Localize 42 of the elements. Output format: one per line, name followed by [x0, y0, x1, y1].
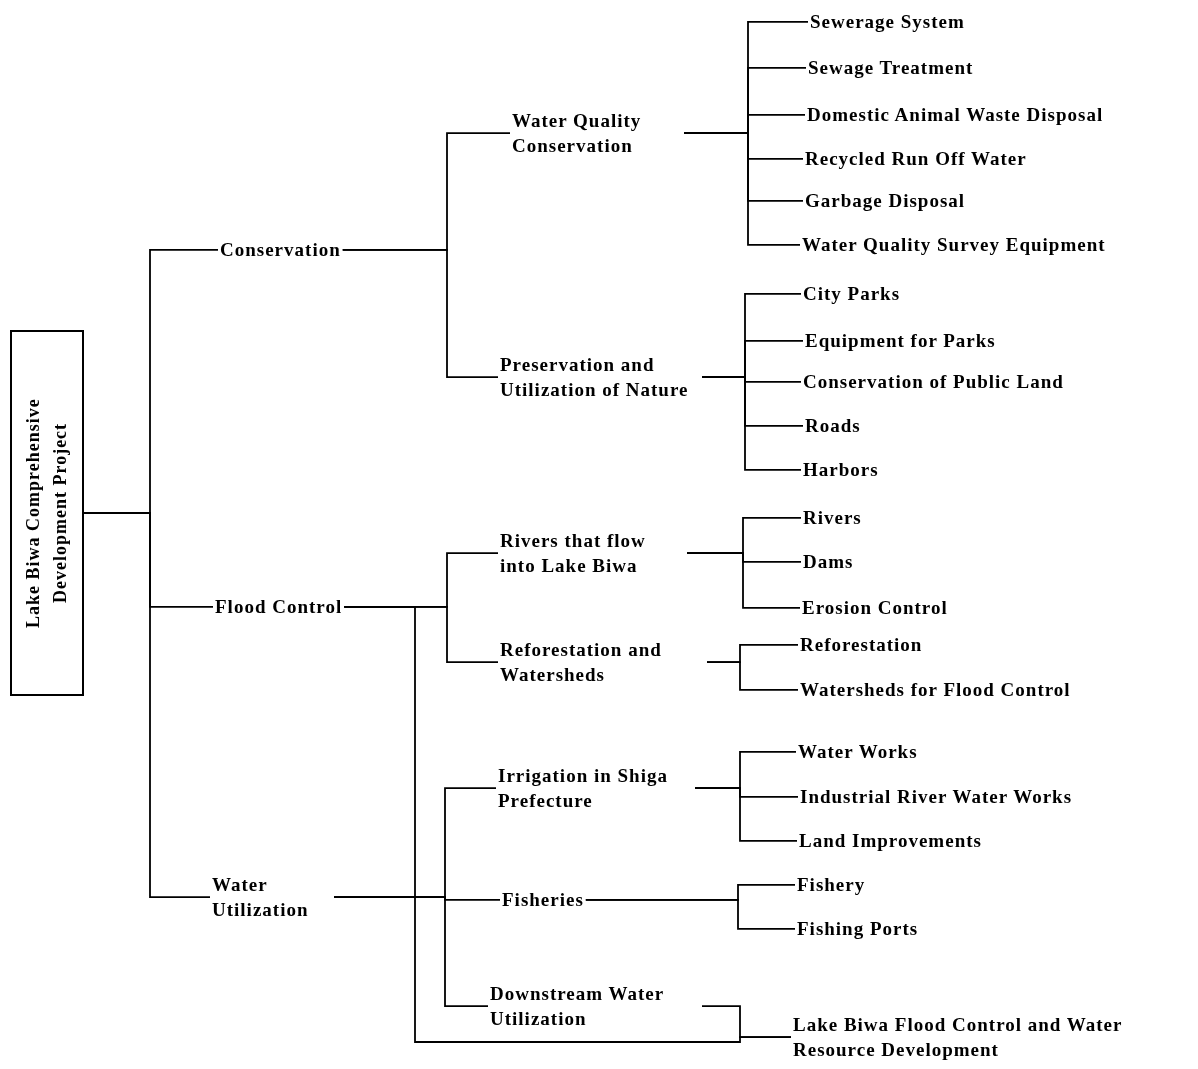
- category-label: Harbors: [801, 457, 881, 483]
- connector-line: [694, 787, 798, 842]
- category-label: Fisheries: [500, 887, 586, 913]
- connector-line: [341, 248, 499, 379]
- category-label: Watersheds for Flood Control: [798, 677, 1073, 703]
- connector-line: [683, 132, 801, 246]
- category-label: Sewage Treatment: [806, 55, 976, 81]
- category-label: Roads: [803, 413, 863, 439]
- category-label: Water Utilization: [210, 871, 334, 923]
- category-label: Fishing Ports: [795, 916, 921, 942]
- category-label: Erosion Control: [800, 595, 950, 621]
- category-label: Lake Biwa Flood Control and Water Resource Development: [791, 1011, 1140, 1063]
- category-label: Rivers that flow into Lake Biwa: [498, 527, 687, 579]
- connector-line: [701, 1005, 792, 1039]
- category-label: Recycled Run Off Water: [803, 146, 1029, 172]
- category-label: Sewerage System: [808, 9, 967, 35]
- category-label: Domestic Animal Waste Disposal: [805, 102, 1106, 128]
- connector-line: [333, 896, 489, 1008]
- category-label: Irrigation in Shiga Prefecture: [496, 762, 695, 814]
- category-label: Industrial River Water Works: [798, 784, 1075, 810]
- category-label: Fishery: [795, 872, 868, 898]
- connector-line: [584, 898, 796, 930]
- category-label: Downstream Water Utilization: [488, 980, 702, 1032]
- category-label: Equipment for Parks: [803, 328, 998, 354]
- category-label: Dams: [801, 549, 856, 575]
- category-label: Rivers: [801, 505, 864, 531]
- category-label: Flood Control: [213, 594, 345, 620]
- category-label: Reforestation and Watersheds: [498, 636, 707, 688]
- category-label: Garbage Disposal: [803, 188, 968, 214]
- category-label: Water Quality Conservation: [510, 107, 684, 159]
- connector-line: [706, 661, 799, 691]
- category-label: Land Improvements: [797, 828, 984, 854]
- category-label: Preservation and Utilization of Nature: [498, 351, 702, 403]
- category-label: Water Works: [796, 739, 920, 765]
- project-box: Lake Biwa Comprehensive Development Project: [10, 330, 84, 696]
- category-label: Water Quality Survey Equipment: [800, 232, 1108, 258]
- connector-line: [701, 376, 802, 471]
- category-label: Conservation: [218, 237, 343, 263]
- category-label: Conservation of Public Land: [801, 369, 1066, 395]
- connector-line: [686, 552, 801, 609]
- category-label: City Parks: [801, 281, 903, 307]
- category-label: Reforestation: [798, 632, 925, 658]
